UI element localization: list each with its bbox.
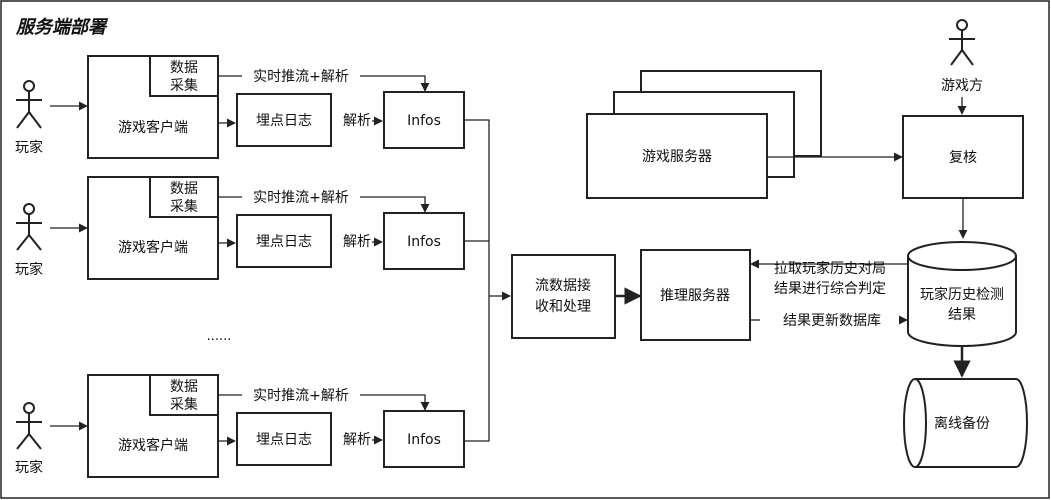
backup-storage — [903, 378, 1028, 468]
log-box — [236, 214, 332, 268]
game-party-label: 游戏方 — [941, 78, 983, 94]
history-label-1: 玩家历史检测 — [920, 286, 1004, 303]
realtime-label: 实时推流+解析 — [253, 190, 349, 206]
player-label: 玩家 — [15, 261, 43, 278]
data-collect-label-2: 采集 — [170, 396, 198, 413]
diagram-title: 服务端部署 — [15, 17, 109, 38]
inference-server-label: 推理服务器 — [660, 288, 730, 304]
data-collect-box — [149, 374, 219, 416]
data-collect-label-1: 数据 — [170, 181, 198, 197]
player-actor — [16, 402, 42, 450]
game-server-label: 游戏服务器 — [642, 149, 712, 165]
data-collect-label-1: 数据 — [170, 60, 198, 76]
client-row-2: 玩家 数据 采集 游戏客户端 埋点日志 解析 Infos 实时推流+解析 — [15, 176, 465, 280]
realtime-label: 实时推流+解析 — [253, 388, 349, 404]
client-row-3: 玩家 数据 采集 游戏客户端 埋点日志 解析 Infos 实时推流+解析 — [15, 374, 465, 478]
game-client-label: 游戏客户端 — [118, 437, 188, 454]
stream-processing-label-1: 流数据接 — [535, 277, 591, 294]
log-label: 埋点日志 — [256, 234, 312, 250]
log-box — [236, 93, 332, 147]
parse-label: 解析 — [343, 432, 371, 448]
pull-history-label-2: 结果进行综合判定 — [774, 281, 886, 297]
data-collect-label-1: 数据 — [170, 379, 198, 395]
update-db-label: 结果更新数据库 — [783, 313, 881, 329]
review-box — [902, 115, 1024, 199]
infos-bus — [464, 119, 511, 442]
stream-processing-label-2: 收和处理 — [535, 299, 591, 315]
data-collect-box — [149, 55, 219, 97]
game-party-actor — [949, 19, 975, 66]
infos-label: Infos — [407, 432, 441, 448]
inference-server-box — [640, 249, 751, 341]
parse-label: 解析 — [343, 234, 371, 250]
player-actor — [16, 203, 42, 251]
infos-label: Infos — [407, 113, 441, 129]
infos-label: Infos — [407, 234, 441, 250]
game-server-stack: 游戏服务器 — [586, 70, 822, 199]
log-label: 埋点日志 — [256, 113, 312, 129]
history-label-2: 结果 — [948, 307, 976, 323]
infos-box — [383, 410, 465, 468]
game-client-label: 游戏客户端 — [118, 239, 188, 256]
backup-label: 离线备份 — [934, 415, 990, 432]
player-label: 玩家 — [15, 139, 43, 156]
infos-box — [383, 212, 465, 270]
log-label: 埋点日志 — [256, 432, 312, 448]
player-actor — [16, 80, 42, 129]
review-label: 复核 — [949, 149, 977, 166]
realtime-label: 实时推流+解析 — [253, 69, 349, 85]
log-box — [236, 412, 332, 466]
parse-label: 解析 — [343, 113, 371, 129]
game-client-label: 游戏客户端 — [118, 119, 188, 136]
player-label: 玩家 — [15, 459, 43, 476]
pull-history-label-1: 拉取玩家历史对局 — [774, 260, 886, 277]
data-collect-label-2: 采集 — [170, 77, 198, 94]
data-collect-box — [149, 176, 219, 218]
data-collect-label-2: 采集 — [170, 198, 198, 215]
ellipsis: ...... — [207, 329, 232, 344]
stream-processing-box — [511, 254, 616, 339]
client-row-1: 玩家 数据 采集 游戏客户端 埋点日志 解析 Infos 实时推流+解析 — [15, 55, 465, 159]
